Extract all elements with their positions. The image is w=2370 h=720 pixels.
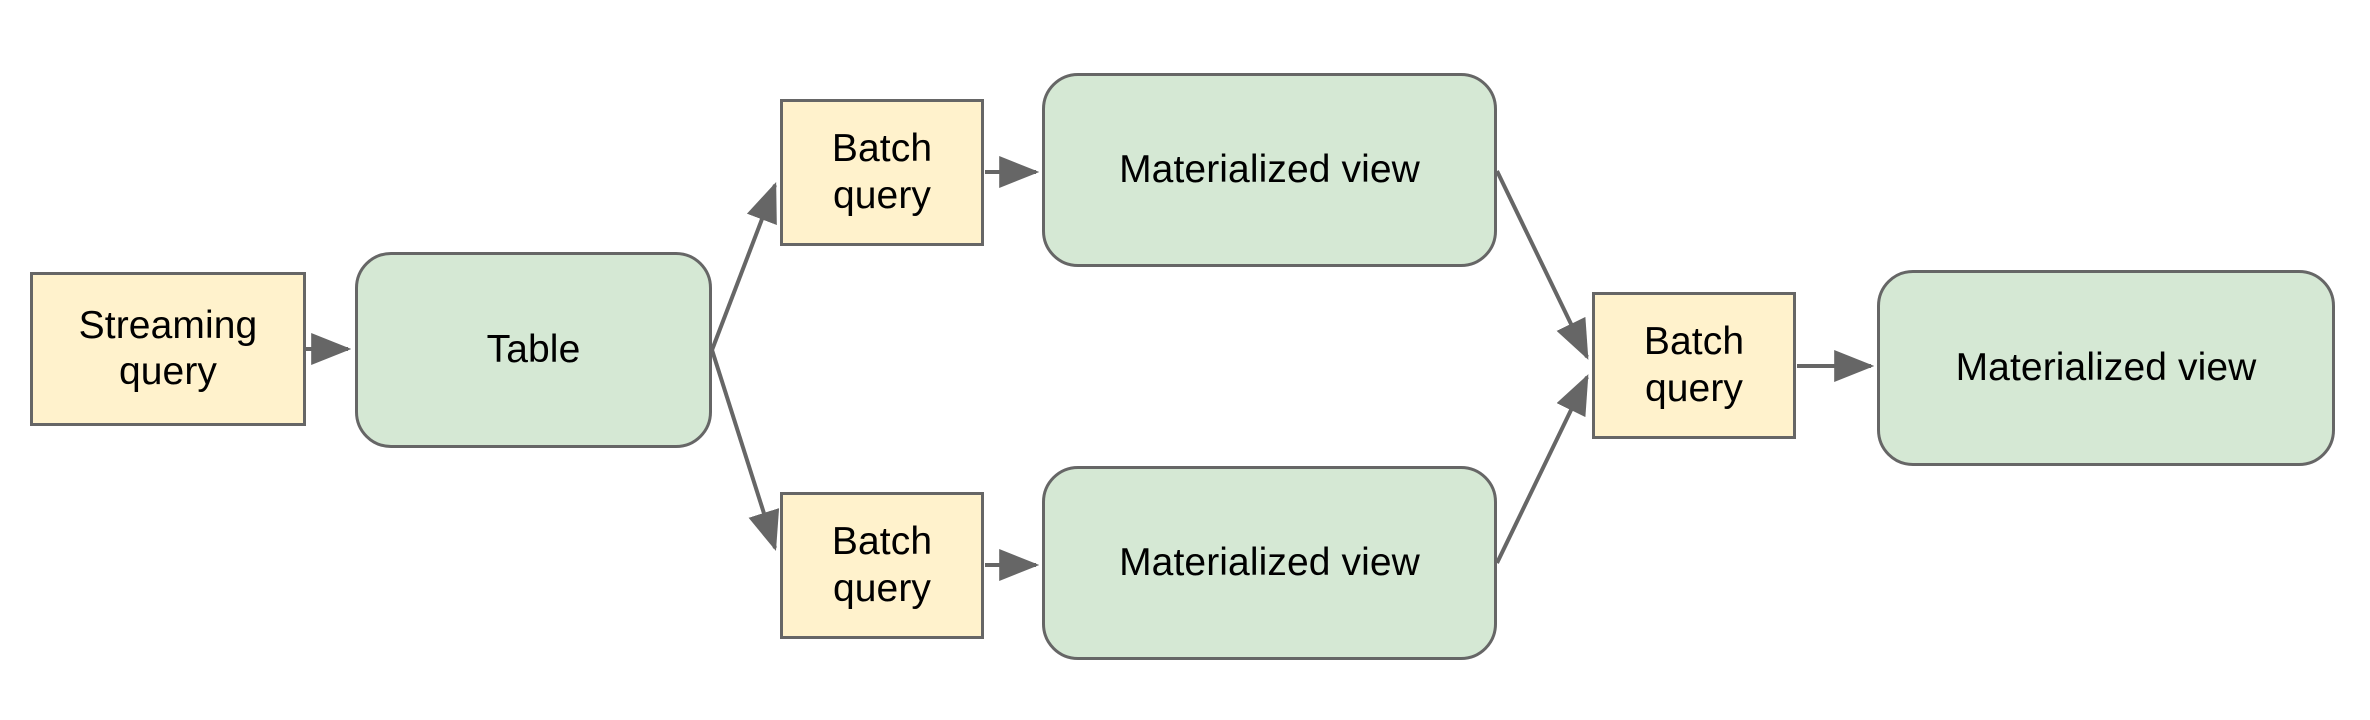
node-batch-query-join[interactable]: Batch query	[1592, 292, 1796, 439]
node-materialized-view-top-label: Materialized view	[1119, 147, 1420, 191]
edge-table-to-batch-top	[710, 182, 777, 351]
node-materialized-view-bottom-label: Materialized view	[1119, 540, 1420, 584]
node-table[interactable]: Table	[355, 252, 712, 448]
node-table-label: Table	[486, 327, 581, 371]
node-materialized-view-top[interactable]: Materialized view	[1042, 73, 1497, 267]
node-materialized-view-bottom[interactable]: Materialized view	[1042, 466, 1497, 660]
node-batch-query-bottom[interactable]: Batch query	[780, 492, 984, 639]
node-materialized-view-final-label: Materialized view	[1955, 345, 2257, 389]
node-batch-query-top[interactable]: Batch query	[780, 99, 984, 246]
edge-mv-bottom-to-batch-join	[1495, 374, 1589, 564]
edge-mv-top-to-batch-join	[1495, 170, 1589, 360]
node-streaming-query[interactable]: Streaming query	[30, 272, 306, 426]
node-streaming-query-label: Streaming query	[78, 303, 258, 393]
node-batch-query-top-label: Batch query	[831, 127, 933, 217]
node-batch-query-bottom-label: Batch query	[831, 520, 933, 610]
edge-table-to-batch-bottom	[710, 349, 780, 552]
node-batch-query-join-label: Batch query	[1643, 320, 1745, 410]
node-materialized-view-final[interactable]: Materialized view	[1877, 270, 2335, 466]
